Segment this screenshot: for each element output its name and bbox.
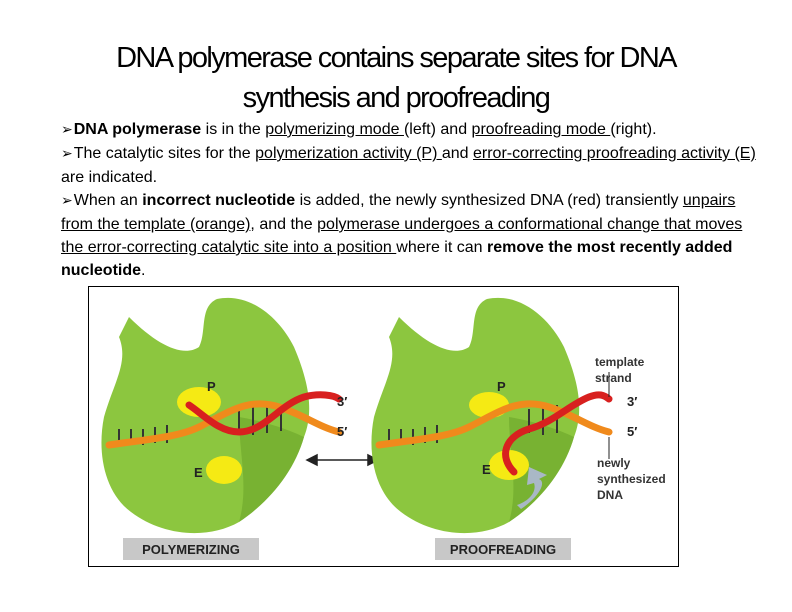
- bullet-text-run: is in the: [201, 121, 266, 138]
- protein-body-right: [371, 297, 580, 534]
- bullet-text-run: , and the: [250, 216, 318, 233]
- bullet-text-run: polymerization activity (P): [255, 145, 442, 162]
- bullet-item: ➢DNA polymerase is in the polymerizing m…: [61, 118, 761, 142]
- bullet-text-run: proofreading mode: [471, 121, 611, 138]
- site-p-label-left: P: [207, 379, 216, 394]
- bullet-list: ➢DNA polymerase is in the polymerizing m…: [61, 118, 761, 282]
- bullet-text-run: polymerase undergoes a conformational ch…: [61, 216, 743, 256]
- new-label-2: synthesized: [597, 472, 666, 486]
- bullet-text-run: and: [441, 145, 473, 162]
- bullet-text-run: are indicated.: [61, 169, 158, 186]
- mode-label-left: POLYMERIZING: [142, 542, 240, 557]
- bullet-text-run: The catalytic sites for the: [73, 145, 256, 162]
- protein-shade-right: [509, 417, 574, 522]
- bullet-arrow-icon: ➢: [61, 193, 73, 209]
- right-panel: P E 3′ 5′ template strand newly synthesi…: [371, 297, 666, 560]
- rotation-arrow: [517, 467, 547, 509]
- bullet-text-run: error-correcting proofreading activity (…: [473, 145, 756, 162]
- site-p-left: [177, 387, 221, 417]
- protein-shade-left: [239, 417, 304, 522]
- title-line-2: synthesis and proofreading: [242, 82, 551, 114]
- bullet-text-run: incorrect nucleotide: [142, 192, 296, 209]
- mode-bar-left: [123, 538, 259, 560]
- bullet-item: ➢The catalytic sites for the polymerizat…: [61, 142, 761, 189]
- polymerase-diagram: P E 3′ 5′ POLYMERIZING: [101, 297, 666, 560]
- template-strand-right: [375, 400, 613, 449]
- new-strand-left: [185, 391, 343, 436]
- new-label-3: DNA: [597, 488, 623, 502]
- mode-bar-right: [435, 538, 571, 560]
- site-e-label-right: E: [482, 462, 491, 477]
- end-5-label-right: 5′: [627, 424, 637, 439]
- bullet-text-run: polymerizing mode: [265, 121, 404, 138]
- template-strand-left: [105, 400, 343, 449]
- bullet-arrow-icon: ➢: [61, 146, 73, 162]
- bullet-text-run: (left) and: [403, 121, 472, 138]
- bullet-text-run: (right).: [610, 121, 657, 138]
- bullet-text-run: When an: [73, 192, 143, 209]
- site-p-label-right: P: [497, 379, 506, 394]
- new-label-1: newly: [597, 456, 631, 470]
- site-e-label-left: E: [194, 465, 203, 480]
- template-label-2: strand: [595, 371, 632, 385]
- end-3-label-right: 3′: [627, 394, 637, 409]
- slide-title: DNA polymerase contains separate sites f…: [0, 38, 792, 118]
- bullet-arrow-icon: ➢: [61, 122, 73, 138]
- end-3-label-left: 3′: [337, 394, 347, 409]
- bullet-text-run: where it can: [396, 239, 487, 256]
- bullet-text-run: remove the most recently added nucleotid…: [61, 239, 733, 279]
- site-e-left: [206, 456, 242, 484]
- title-line-1: DNA polymerase contains separate sites f…: [116, 42, 677, 74]
- template-label-1: template: [595, 355, 645, 369]
- polymerase-figure: P E 3′ 5′ POLYMERIZING: [88, 286, 679, 567]
- end-5-label-left: 5′: [337, 424, 347, 439]
- mode-label-right: PROOFREADING: [450, 542, 556, 557]
- bullet-text-run: DNA polymerase: [73, 121, 202, 138]
- bullet-text-run: unpairs from the template (orange): [61, 192, 736, 233]
- switch-arrow: [305, 453, 380, 467]
- bullet-text-run: is added, the newly synthesized DNA (red…: [295, 192, 683, 209]
- bullet-item: ➢When an incorrect nucleotide is added, …: [61, 189, 761, 282]
- left-panel: P E 3′ 5′ POLYMERIZING: [101, 297, 347, 560]
- bullet-text-run: .: [141, 262, 146, 279]
- new-strand-right: [502, 391, 613, 476]
